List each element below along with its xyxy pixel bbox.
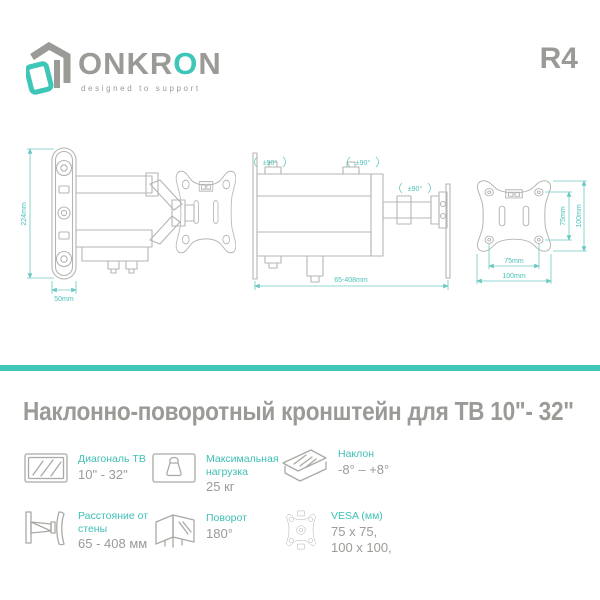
max-load-icon — [152, 453, 196, 483]
feature-max-load: Максимальная нагрузка 25 кг — [152, 453, 302, 495]
feature-label: Наклон — [338, 448, 375, 460]
drawing-side-view: 224mm 50mm — [21, 147, 236, 303]
drawing-top-view: ±90° ±90° ±90° 65-408mm — [252, 152, 451, 290]
dim-swivel-2: ±90° — [356, 159, 371, 167]
dim-vesa-width-inner: 75mm — [504, 258, 524, 265]
dim-vesa-height-inner: 75mm — [560, 206, 567, 226]
product-title: Наклонно-поворотный кронштейн для ТВ 10"… — [23, 396, 574, 426]
feature-vesa: VESA (мм) 75 x 75, 100 x 100, — [280, 510, 392, 556]
feature-label: VESA (мм) — [331, 510, 383, 522]
feature-value: 10" - 32" — [78, 466, 128, 482]
dim-vesa-width-outer: 100mm — [502, 273, 526, 280]
feature-wall-distance: Расстояние от стены 65 - 408 мм — [24, 510, 174, 552]
feature-value: 25 кг — [206, 479, 235, 495]
feature-value: 75 x 75, 100 x 100, — [331, 523, 392, 555]
dim-plate-width: 50mm — [54, 296, 74, 303]
feature-label: Поворот — [206, 512, 247, 524]
dim-swivel-1: ±90° — [263, 159, 278, 167]
feature-label: Диагональ ТВ — [78, 453, 146, 465]
feature-label: Максимальная нагрузка — [206, 453, 279, 478]
accent-divider — [0, 365, 600, 371]
feature-tilt: Наклон -8° – +8° — [280, 448, 389, 487]
vesa-icon — [286, 510, 316, 550]
model-label: R4 — [539, 42, 578, 75]
tilt-icon — [282, 449, 327, 482]
onkron-logo-icon — [26, 42, 71, 95]
drawing-vesa-view: 75mm 100mm 75mm 100mm — [476, 180, 587, 284]
tv-diagonal-icon — [24, 453, 68, 483]
dim-extension: 65-408mm — [334, 277, 368, 284]
brand-tagline: designed to support — [81, 84, 201, 93]
feature-value: -8° – +8° — [338, 461, 390, 477]
brand-wordmark: ONKRON — [78, 46, 222, 81]
feature-swivel: Поворот 180° — [152, 512, 247, 549]
swivel-icon — [155, 514, 195, 548]
wall-distance-icon — [25, 511, 65, 546]
dim-plate-height: 224mm — [21, 202, 28, 226]
dim-swivel-3: ±90° — [408, 185, 423, 193]
dim-vesa-height-outer: 100mm — [576, 204, 583, 228]
feature-tv-diagonal: Диагональ ТВ 10" - 32" — [24, 453, 146, 484]
feature-value: 65 - 408 мм — [78, 536, 148, 552]
feature-value: 180° — [206, 525, 233, 541]
feature-label: Расстояние от стены — [78, 510, 149, 535]
